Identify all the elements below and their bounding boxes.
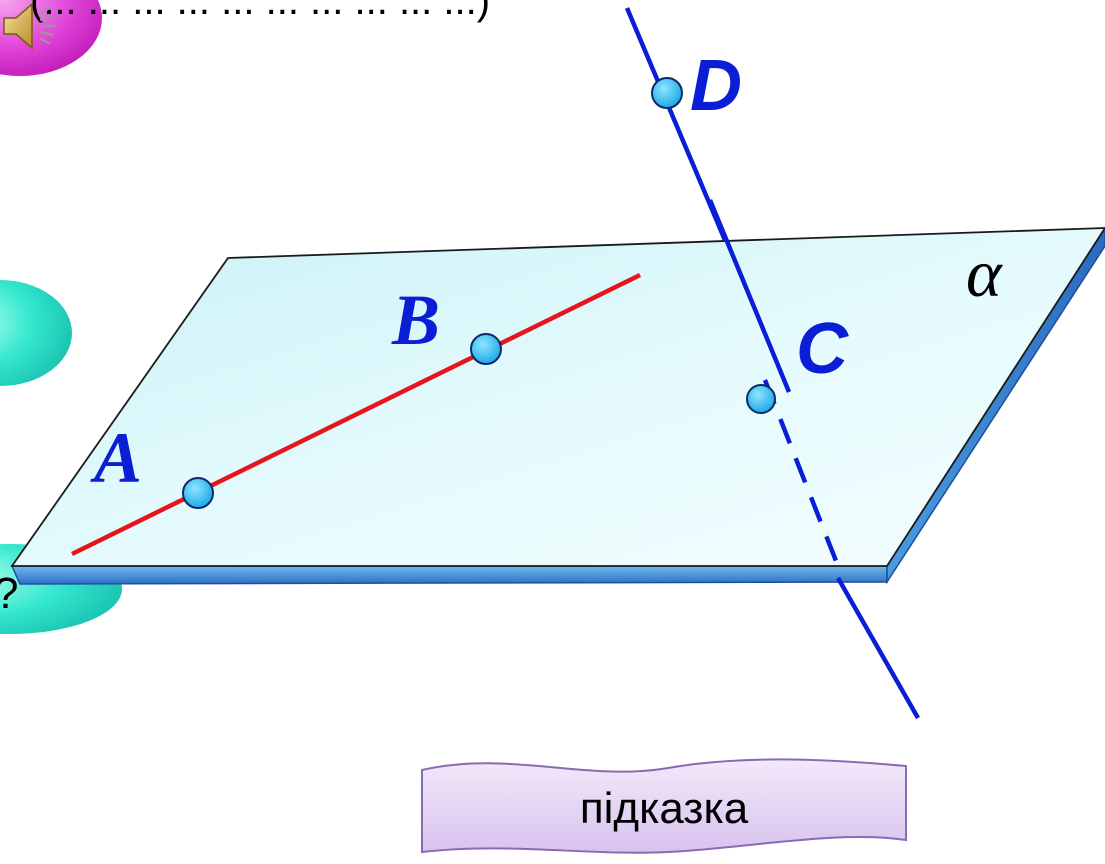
point-d (651, 77, 683, 109)
point-a (182, 477, 214, 509)
plane-edge-side (886, 226, 1105, 585)
nav-blob-teal-2[interactable]: ? (0, 542, 125, 637)
line-dc-upper (624, 7, 792, 393)
label-c: C (796, 309, 849, 389)
svg-text:?: ? (0, 569, 18, 618)
plane-edge-bottom (10, 565, 888, 585)
point-b (470, 333, 502, 365)
plane-alpha (10, 227, 1105, 567)
speaker-icon[interactable] (0, 0, 64, 52)
label-d: D (690, 46, 742, 126)
nav-blob-teal-1[interactable] (0, 278, 80, 388)
label-b: B (391, 280, 440, 360)
line-ab (71, 272, 641, 557)
hint-button[interactable]: підказка (418, 756, 910, 856)
line-dc-lower (836, 576, 920, 720)
point-c (746, 384, 776, 414)
label-a: A (90, 418, 142, 498)
line-dc-over-plane (707, 199, 792, 393)
hint-button-label: підказка (579, 784, 749, 833)
line-dc-hidden (762, 379, 841, 567)
plane-label-alpha: α (966, 235, 1003, 311)
